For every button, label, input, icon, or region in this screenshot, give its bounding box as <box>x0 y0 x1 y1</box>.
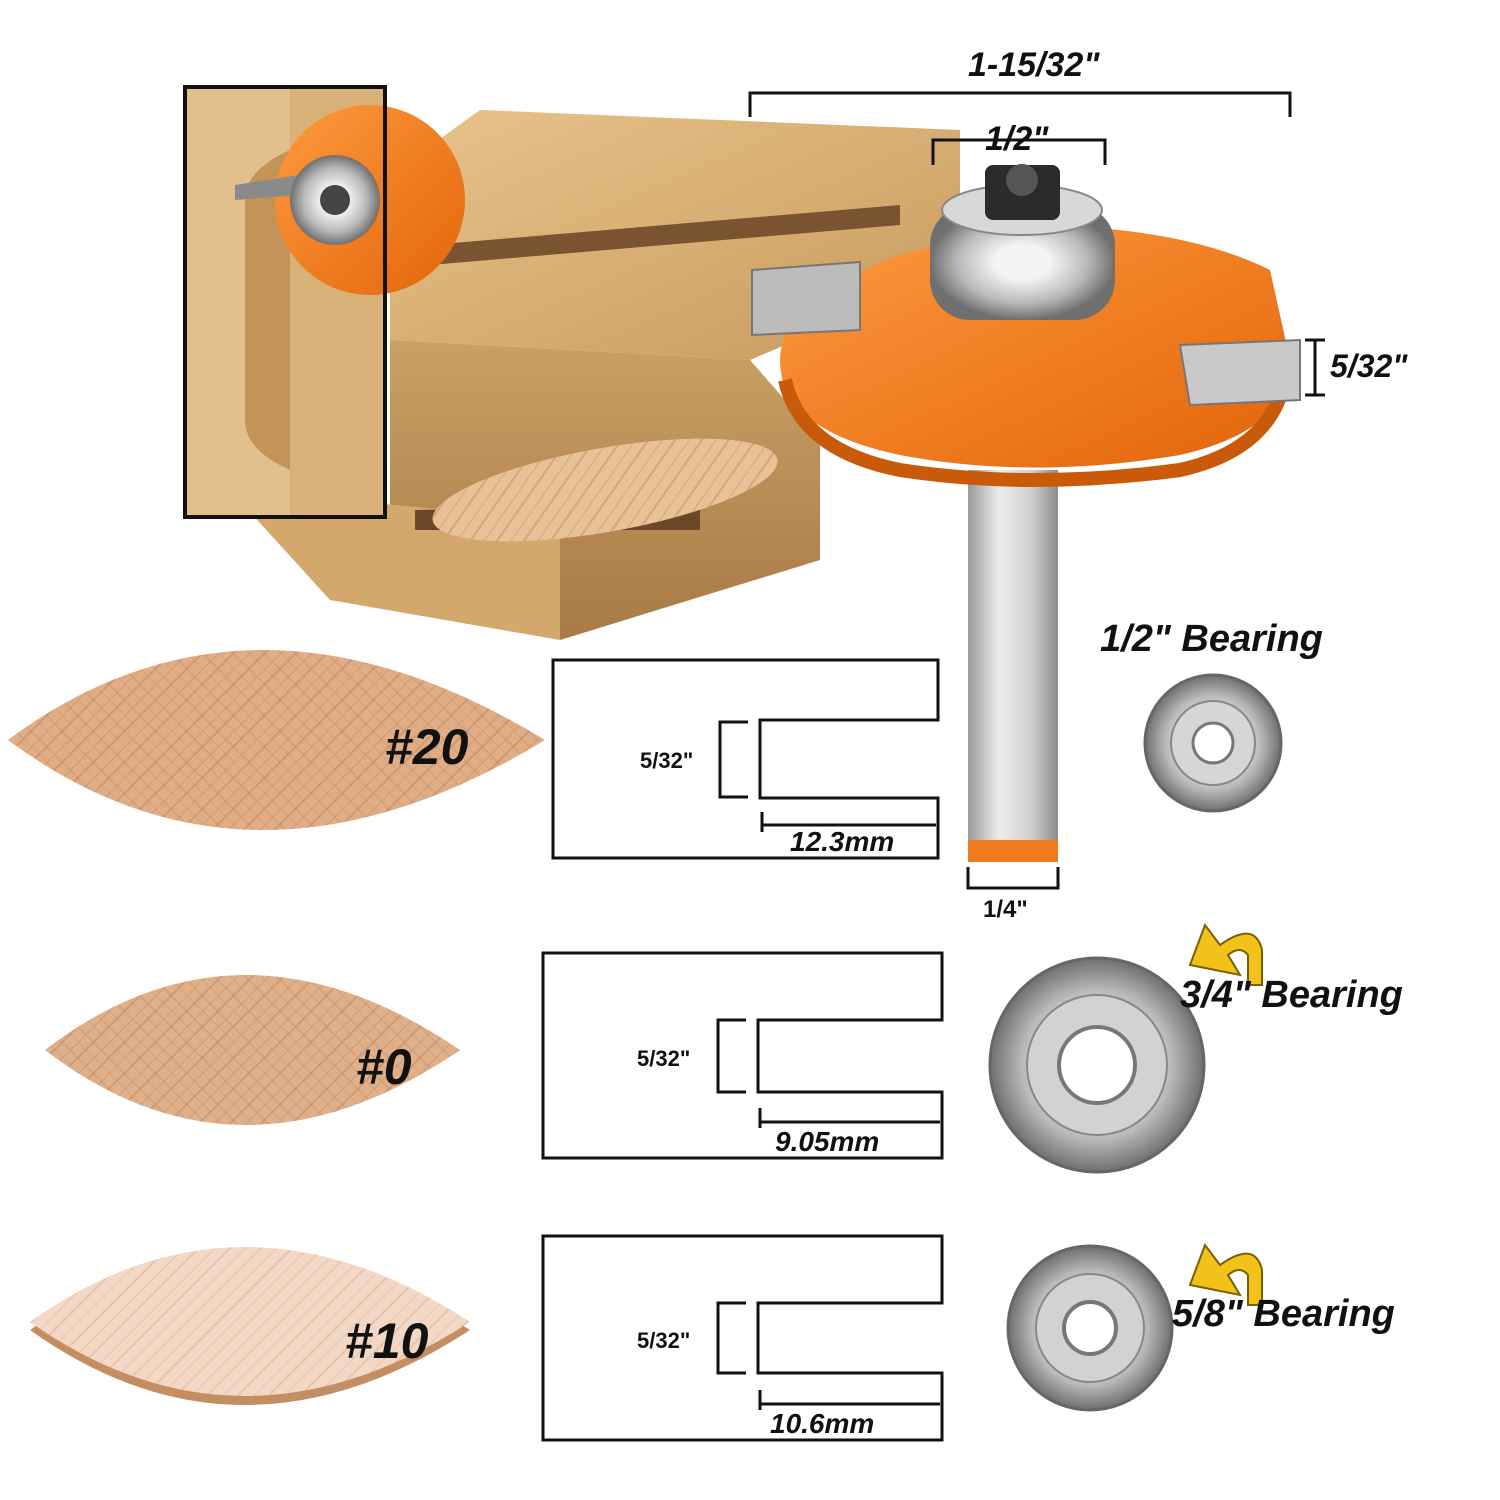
carbide-tip-right <box>1178 338 1301 407</box>
slot-profiles <box>541 658 944 1442</box>
cut-height-label: 5/32" <box>1330 348 1408 384</box>
bearing-label-five-eighth-inch: 5/8" Bearing <box>1172 1293 1395 1335</box>
bearing-top-label: 1/2" <box>985 120 1049 158</box>
slot-height-label-10: 5/32" <box>637 1328 691 1353</box>
shank-label: 1/4" <box>983 896 1028 923</box>
bearing-five-eighth-inch <box>1006 1244 1174 1412</box>
bearing-three-quarter-inch <box>988 956 1206 1174</box>
overall-diameter-label: 1-15/32" <box>968 46 1100 84</box>
wood-top-slot <box>430 205 900 265</box>
slot-profile-10 <box>541 1234 944 1442</box>
biscuit-label-0: #0 <box>356 1039 412 1095</box>
slot-height-label-20: 5/32" <box>640 748 694 773</box>
dimension-lines <box>748 91 1325 890</box>
shank <box>968 470 1058 860</box>
slot-depth-label-20: 12.3mm <box>790 826 895 857</box>
carbide-tip-left <box>751 260 861 337</box>
biscuit-20 <box>8 650 545 830</box>
slot-profile-20 <box>551 658 940 860</box>
wood-joint-illustration <box>230 110 960 640</box>
slot-profile-0 <box>541 951 944 1160</box>
biscuit-0 <box>45 975 460 1125</box>
slot-depth-label-0: 9.05mm <box>775 1126 880 1157</box>
arrow-icon <box>1188 922 1263 986</box>
bearing-half-inch <box>1143 673 1283 813</box>
biscuit-10 <box>30 1247 470 1405</box>
biscuit-label-20: #20 <box>385 719 469 775</box>
biscuit-label-10: #10 <box>345 1313 429 1369</box>
bearing-label-three-quarter-inch: 3/4" Bearing <box>1180 974 1403 1016</box>
slot-height-label-0: 5/32" <box>637 1046 691 1071</box>
cutter-disc <box>780 225 1290 468</box>
bearing-label-half-inch: 1/2" Bearing <box>1100 618 1323 660</box>
inset-closeup <box>183 85 465 519</box>
bit-bearing <box>930 205 1115 320</box>
slot-depth-label-10: 10.6mm <box>770 1408 875 1439</box>
arrow-icon <box>1188 1242 1263 1306</box>
router-bit <box>751 164 1301 862</box>
